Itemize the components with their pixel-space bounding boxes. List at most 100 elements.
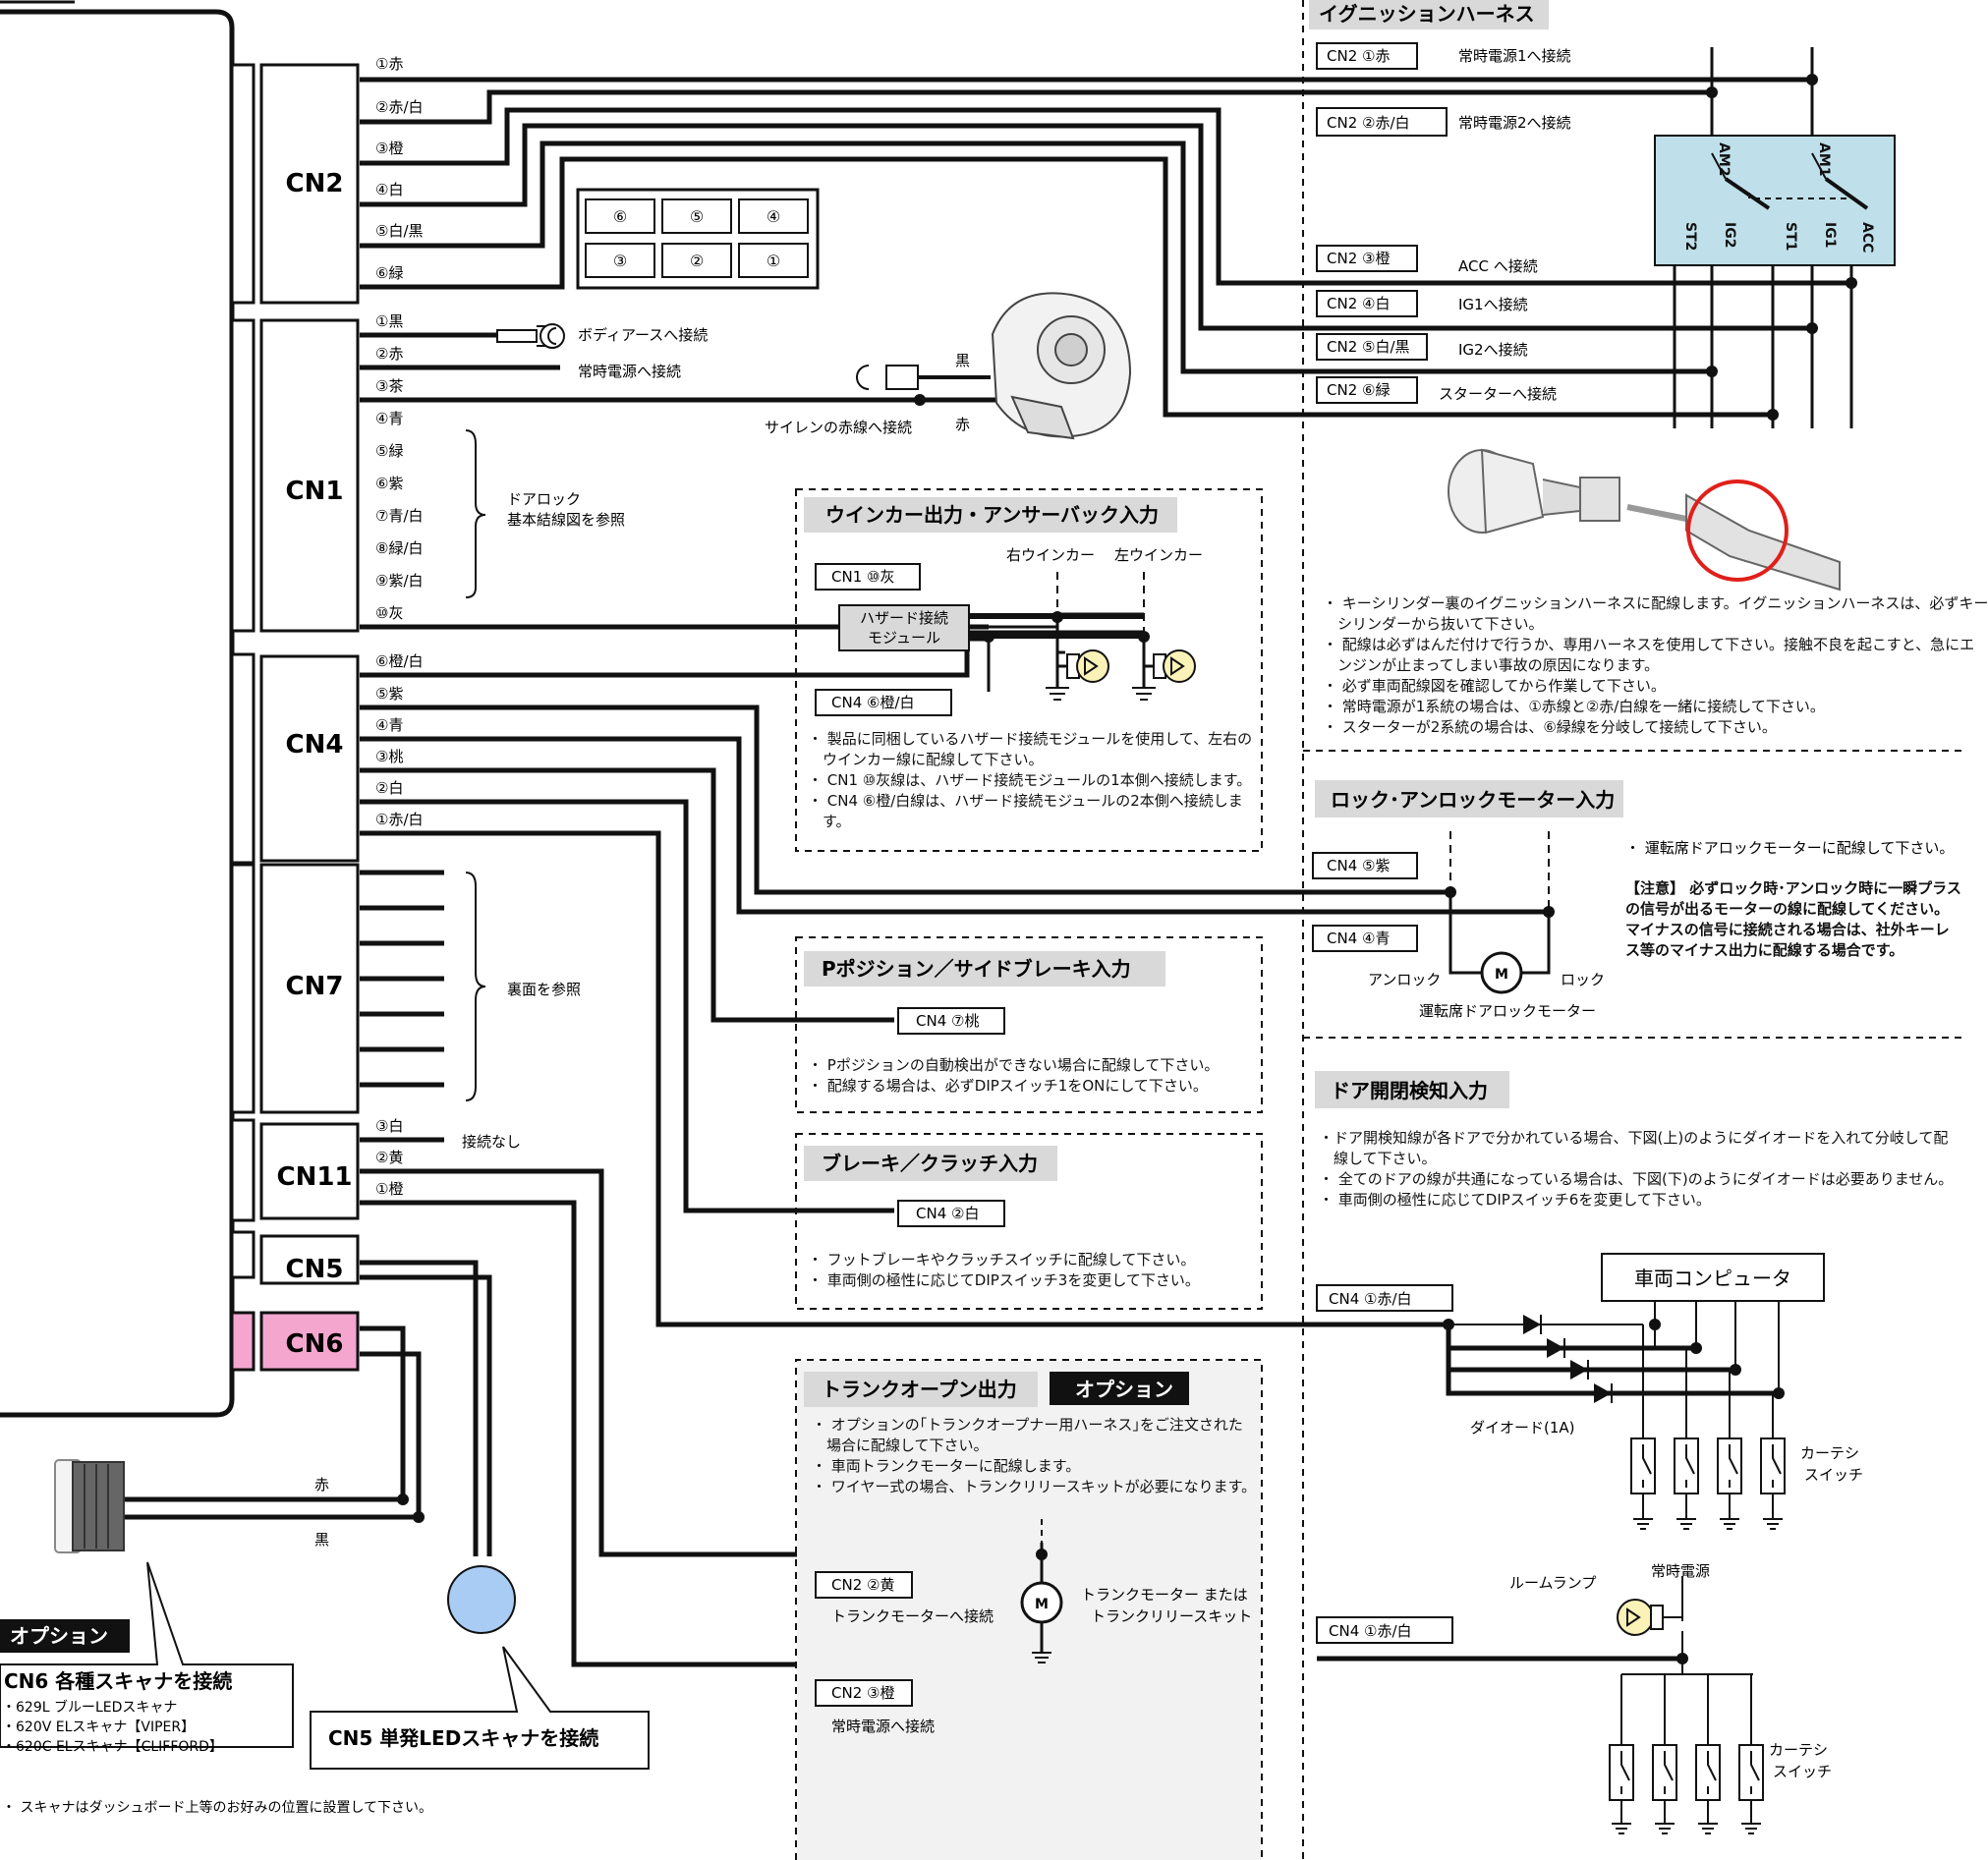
cn6-item-1: ・629L ブルーLEDスキャナ — [2, 1699, 177, 1716]
cn2-label: CN2 — [286, 169, 344, 198]
lock-title: ロック･アンロックモーター入力 — [1331, 788, 1615, 812]
siren-icon — [991, 292, 1132, 440]
constant-power-label: 常時電源へ接続 — [578, 363, 681, 380]
trunk-note-3: ・ 車両トランクモーターに配線します。 — [812, 1457, 1081, 1475]
courtesy-switches-top — [1630, 1325, 1786, 1530]
scanner-red-label: 赤 — [314, 1476, 329, 1494]
courtesy-2b: スイッチ — [1773, 1763, 1832, 1780]
door-note-1: ・ドア開検知線が各ドアで分かれている場合、下図(上)のようにダイオードを入れて分… — [1319, 1129, 1949, 1147]
door-lock-label-1: ドアロック — [507, 490, 581, 508]
lock-lock-label: ロック — [1561, 971, 1605, 988]
winker-title: ウインカー出力・アンサーバック入力 — [825, 503, 1159, 527]
ign-note-6: ・ 常時電源が1系統の場合は、①赤線と②赤/白線を一緒に接続して下さい。 — [1323, 698, 1825, 715]
cn11-wire-2: ②黄 — [375, 1149, 403, 1166]
ignition-switch-icon: AM2 AM1 ST2 IG2 ST1 IG1 ACC — [1654, 135, 1896, 266]
winker-note-5: す。 — [808, 813, 851, 830]
trunk-motor-label-1: トランクモーター または — [1081, 1586, 1248, 1604]
cn1-wire-3: ③茶 — [375, 377, 403, 395]
door-tag-2: CN4 ①赤/白 — [1329, 1622, 1412, 1640]
trunk-title: トランクオープン出力 — [822, 1378, 1017, 1401]
cn5-title: CN5 単発LEDスキャナを接続 — [328, 1726, 598, 1750]
cn4-wire-3: ③桃 — [375, 748, 403, 765]
key-cylinder-icon — [1448, 448, 1841, 592]
ppos-tag: CN4 ⑦桃 — [916, 1012, 979, 1030]
winker-left: 左ウインカー — [1114, 546, 1203, 564]
cn1-wire-4: ④青 — [375, 410, 403, 427]
room-lamp-label: ルームランプ — [1509, 1574, 1596, 1592]
junction-1 — [397, 1494, 409, 1505]
sw-am2: AM2 — [1716, 142, 1732, 177]
brake-note-2: ・ 車両側の極性に応じてDIPスイッチ3を変更して下さい。 — [808, 1271, 1200, 1289]
cn1-wire-2: ②赤 — [375, 345, 403, 363]
pin-5: ⑤ — [690, 207, 704, 226]
siren-red-wire-label: 赤 — [955, 416, 970, 433]
callouts — [0, 1561, 650, 1770]
winker-tag-2: CN4 ⑥橙/白 — [831, 694, 915, 711]
ign-note-2: シリンダーから抜いて下さい。 — [1323, 615, 1544, 633]
ign-tag-4: CN2 ④白 — [1327, 295, 1390, 312]
ign-tag-3: CN2 ③橙 — [1327, 250, 1390, 267]
pin-2: ② — [690, 252, 704, 270]
cn1-wire-5: ⑤緑 — [375, 442, 403, 460]
winker-tag-1: CN1 ⑩灰 — [831, 568, 894, 586]
sw-st2: ST2 — [1682, 222, 1698, 251]
trunk-option-badge-bg — [1050, 1372, 1189, 1405]
scanner-black-label: 黒 — [314, 1531, 329, 1549]
ign-text-4: IG1へ接続 — [1458, 296, 1528, 313]
cn6-label: CN6 — [286, 1329, 344, 1359]
cn2-wire-4: ④白 — [375, 181, 403, 198]
cn11-wire-1: ①橙 — [375, 1180, 403, 1198]
cn1-wire-8: ⑧緑/白 — [375, 539, 424, 557]
cn1-wire-10: ⑩灰 — [375, 604, 403, 622]
lock-warning-4: ス等のマイナス出力に配線する場合です。 — [1625, 941, 1904, 959]
lock-note: ・ 運転席ドアロックモーターに配線して下さい。 — [1625, 839, 1954, 857]
hazard-module-1: ハザード接続 — [860, 609, 948, 627]
ign-tag-5: CN2 ⑤白/黒 — [1327, 338, 1410, 356]
ign-note-1: ・ キーシリンダー裏のイグニッションハーネスに配線します。イグニッションハーネス… — [1323, 594, 1988, 612]
brake-tag: CN4 ②白 — [916, 1205, 979, 1222]
junction-3 — [914, 394, 926, 406]
door-title: ドア開閉検知入力 — [1331, 1079, 1488, 1102]
cn1-label: CN1 — [286, 477, 344, 506]
courtesy-switches-bottom — [1609, 1744, 1764, 1834]
brake-notes: ・ フットブレーキやクラッチスイッチに配線して下さい。 ・ 車両側の極性に応じて… — [808, 1250, 1200, 1291]
ppos-note-1: ・ Pポジションの自動検出ができない場合に配線して下さい。 — [808, 1056, 1220, 1074]
winker-note-4: ・ CN4 ⑥橙/白線は、ハザード接続モジュールの2本側へ接続しま — [808, 792, 1243, 810]
ign-tag-6: CN2 ⑥緑 — [1327, 381, 1390, 399]
ign-tag-1: CN2 ①赤 — [1327, 47, 1390, 65]
cn4-wire-2: ②白 — [375, 779, 403, 797]
pin-grid: ⑥ ⑤ ④ ③ ② ① — [576, 188, 820, 290]
courtesy-1b: スイッチ — [1804, 1466, 1863, 1484]
lock-unlock-label: アンロック — [1368, 971, 1441, 988]
option-badge: オプション — [10, 1624, 108, 1648]
lock-warning-1: 【注意】 必ずロック時･アンロック時に一瞬プラス — [1625, 879, 1961, 897]
trunk-option-badge: オプション — [1075, 1378, 1173, 1401]
cn4-wire-4: ④青 — [375, 716, 403, 734]
door-note-2: 線して下さい。 — [1319, 1150, 1437, 1167]
trunk-notes: ・ オプションの｢トランクオープナー用ハーネス｣をご注文された 場合に配線して下… — [812, 1415, 1256, 1497]
room-lamp-icon — [1617, 1599, 1682, 1636]
body-earth-label: ボディアースへ接続 — [578, 326, 708, 344]
winker-note-2: ウインカー線に配線して下さい。 — [808, 751, 1044, 768]
cn4-wire-1: ①赤/白 — [375, 811, 424, 828]
siren-connector-icon — [856, 365, 991, 390]
pin-6: ⑥ — [613, 207, 627, 226]
title-plates — [804, 0, 1623, 1407]
door-lock-label-2: 基本結線図を参照 — [507, 511, 625, 529]
door-notes: ・ドア開検知線が各ドアで分かれている場合、下図(上)のようにダイオードを入れて分… — [1319, 1128, 1953, 1211]
cn1-wire-9: ⑨紫/白 — [375, 572, 424, 590]
sw-am1: AM1 — [1816, 142, 1832, 177]
brake-title: ブレーキ／クラッチ入力 — [822, 1152, 1038, 1175]
winker-note-1: ・ 製品に同梱しているハザード接続モジュールを使用して、左右の — [808, 730, 1253, 748]
cn2-wire-6: ⑥緑 — [375, 264, 403, 282]
winker-note-3: ・ CN1 ⑩灰線は、ハザード接続モジュールの1本側へ接続します。 — [808, 771, 1252, 789]
door-tag-1: CN4 ①赤/白 — [1329, 1290, 1412, 1308]
dividers — [795, 0, 1967, 1860]
tag-boxes — [815, 42, 1453, 1707]
sw-ig2: IG2 — [1722, 222, 1737, 248]
led-scanner-icon — [447, 1565, 516, 1634]
earth-terminal-icon — [496, 323, 565, 349]
cn4-wire-6: ⑥橙/白 — [375, 652, 424, 670]
courtesy-1a: カーテシ — [1800, 1444, 1859, 1462]
ign-text-5: IG2へ接続 — [1458, 341, 1528, 359]
